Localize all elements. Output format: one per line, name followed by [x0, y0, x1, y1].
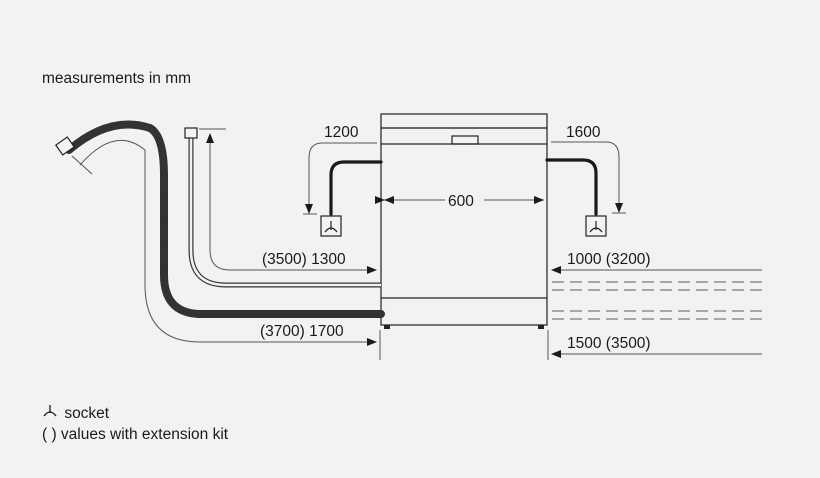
measurements-note: measurements in mm — [42, 70, 191, 87]
drain-right-dimension: 1500 (3500) — [551, 335, 762, 358]
legend-socket-label: socket — [64, 405, 110, 422]
power-cord-left: 1200 — [303, 124, 383, 237]
legend-socket: socket — [42, 404, 109, 423]
width-label: 600 — [448, 193, 474, 210]
legend-extension: ( ) values with extension kit — [42, 426, 228, 444]
legend-extension-label: ( ) values with extension kit — [42, 426, 229, 443]
drain-right-label: 1500 (3500) — [567, 335, 651, 352]
dishwasher-icon — [380, 113, 548, 329]
cord-left-label: 1200 — [324, 124, 359, 141]
width-dimension: 600 — [375, 193, 544, 210]
drain-left-label: (3700) 1700 — [260, 323, 344, 340]
socket-icon — [42, 404, 60, 423]
drain-hose-icon — [54, 120, 385, 346]
socket-icon — [585, 215, 607, 237]
power-cord-right: 1600 — [545, 124, 626, 237]
inlet-left-label: (3500) 1300 — [262, 251, 346, 268]
inlet-right-dimension: 1000 (3200) — [551, 251, 762, 274]
inlet-right-label: 1000 (3200) — [567, 251, 651, 268]
water-inlet-hose-icon — [184, 127, 381, 288]
cord-right-label: 1600 — [566, 124, 601, 141]
socket-icon — [320, 215, 342, 237]
